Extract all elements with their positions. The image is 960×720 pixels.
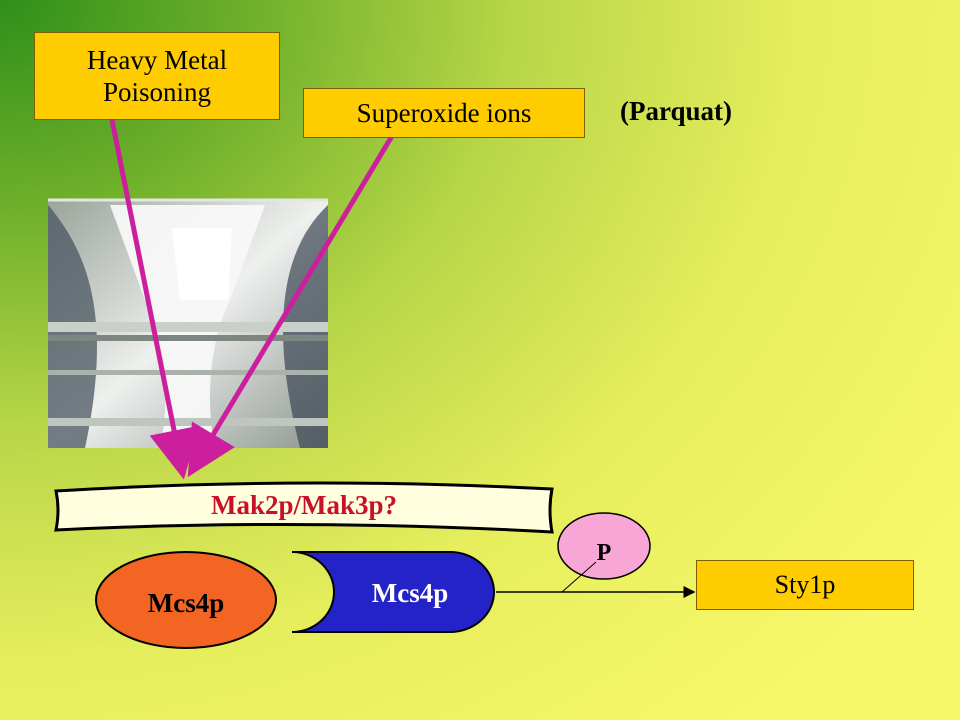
membrane-label: Mak2p/Mak3p? <box>210 490 398 520</box>
mcs4p-left-label: Mcs4p <box>147 588 225 618</box>
superoxide-ions-box: Superoxide ions <box>303 88 585 138</box>
micrograph-image <box>48 198 328 448</box>
phosphate-label: P <box>596 540 612 566</box>
superoxide-ions-label: Superoxide ions <box>356 98 532 128</box>
heavy-metal-arrow <box>109 119 199 480</box>
heavy-metal-poisoning-label: Heavy Metal Poisoning <box>86 45 228 107</box>
heavy-metal-poisoning-box: Heavy Metal Poisoning <box>34 32 280 120</box>
sty1p-box: Sty1p <box>696 560 914 610</box>
mcs4p-right-shape <box>291 551 495 633</box>
sty1p-label: Sty1p <box>774 570 836 599</box>
phosphate-shape <box>557 512 651 580</box>
membrane-band <box>54 481 554 534</box>
parquat-label: (Parquat) <box>620 96 732 126</box>
mcs4p-left-shape <box>95 551 277 649</box>
phosphate-tether <box>561 561 597 593</box>
mcs4p-right-label: Mcs4p <box>371 578 449 608</box>
superoxide-arrow <box>187 134 395 478</box>
